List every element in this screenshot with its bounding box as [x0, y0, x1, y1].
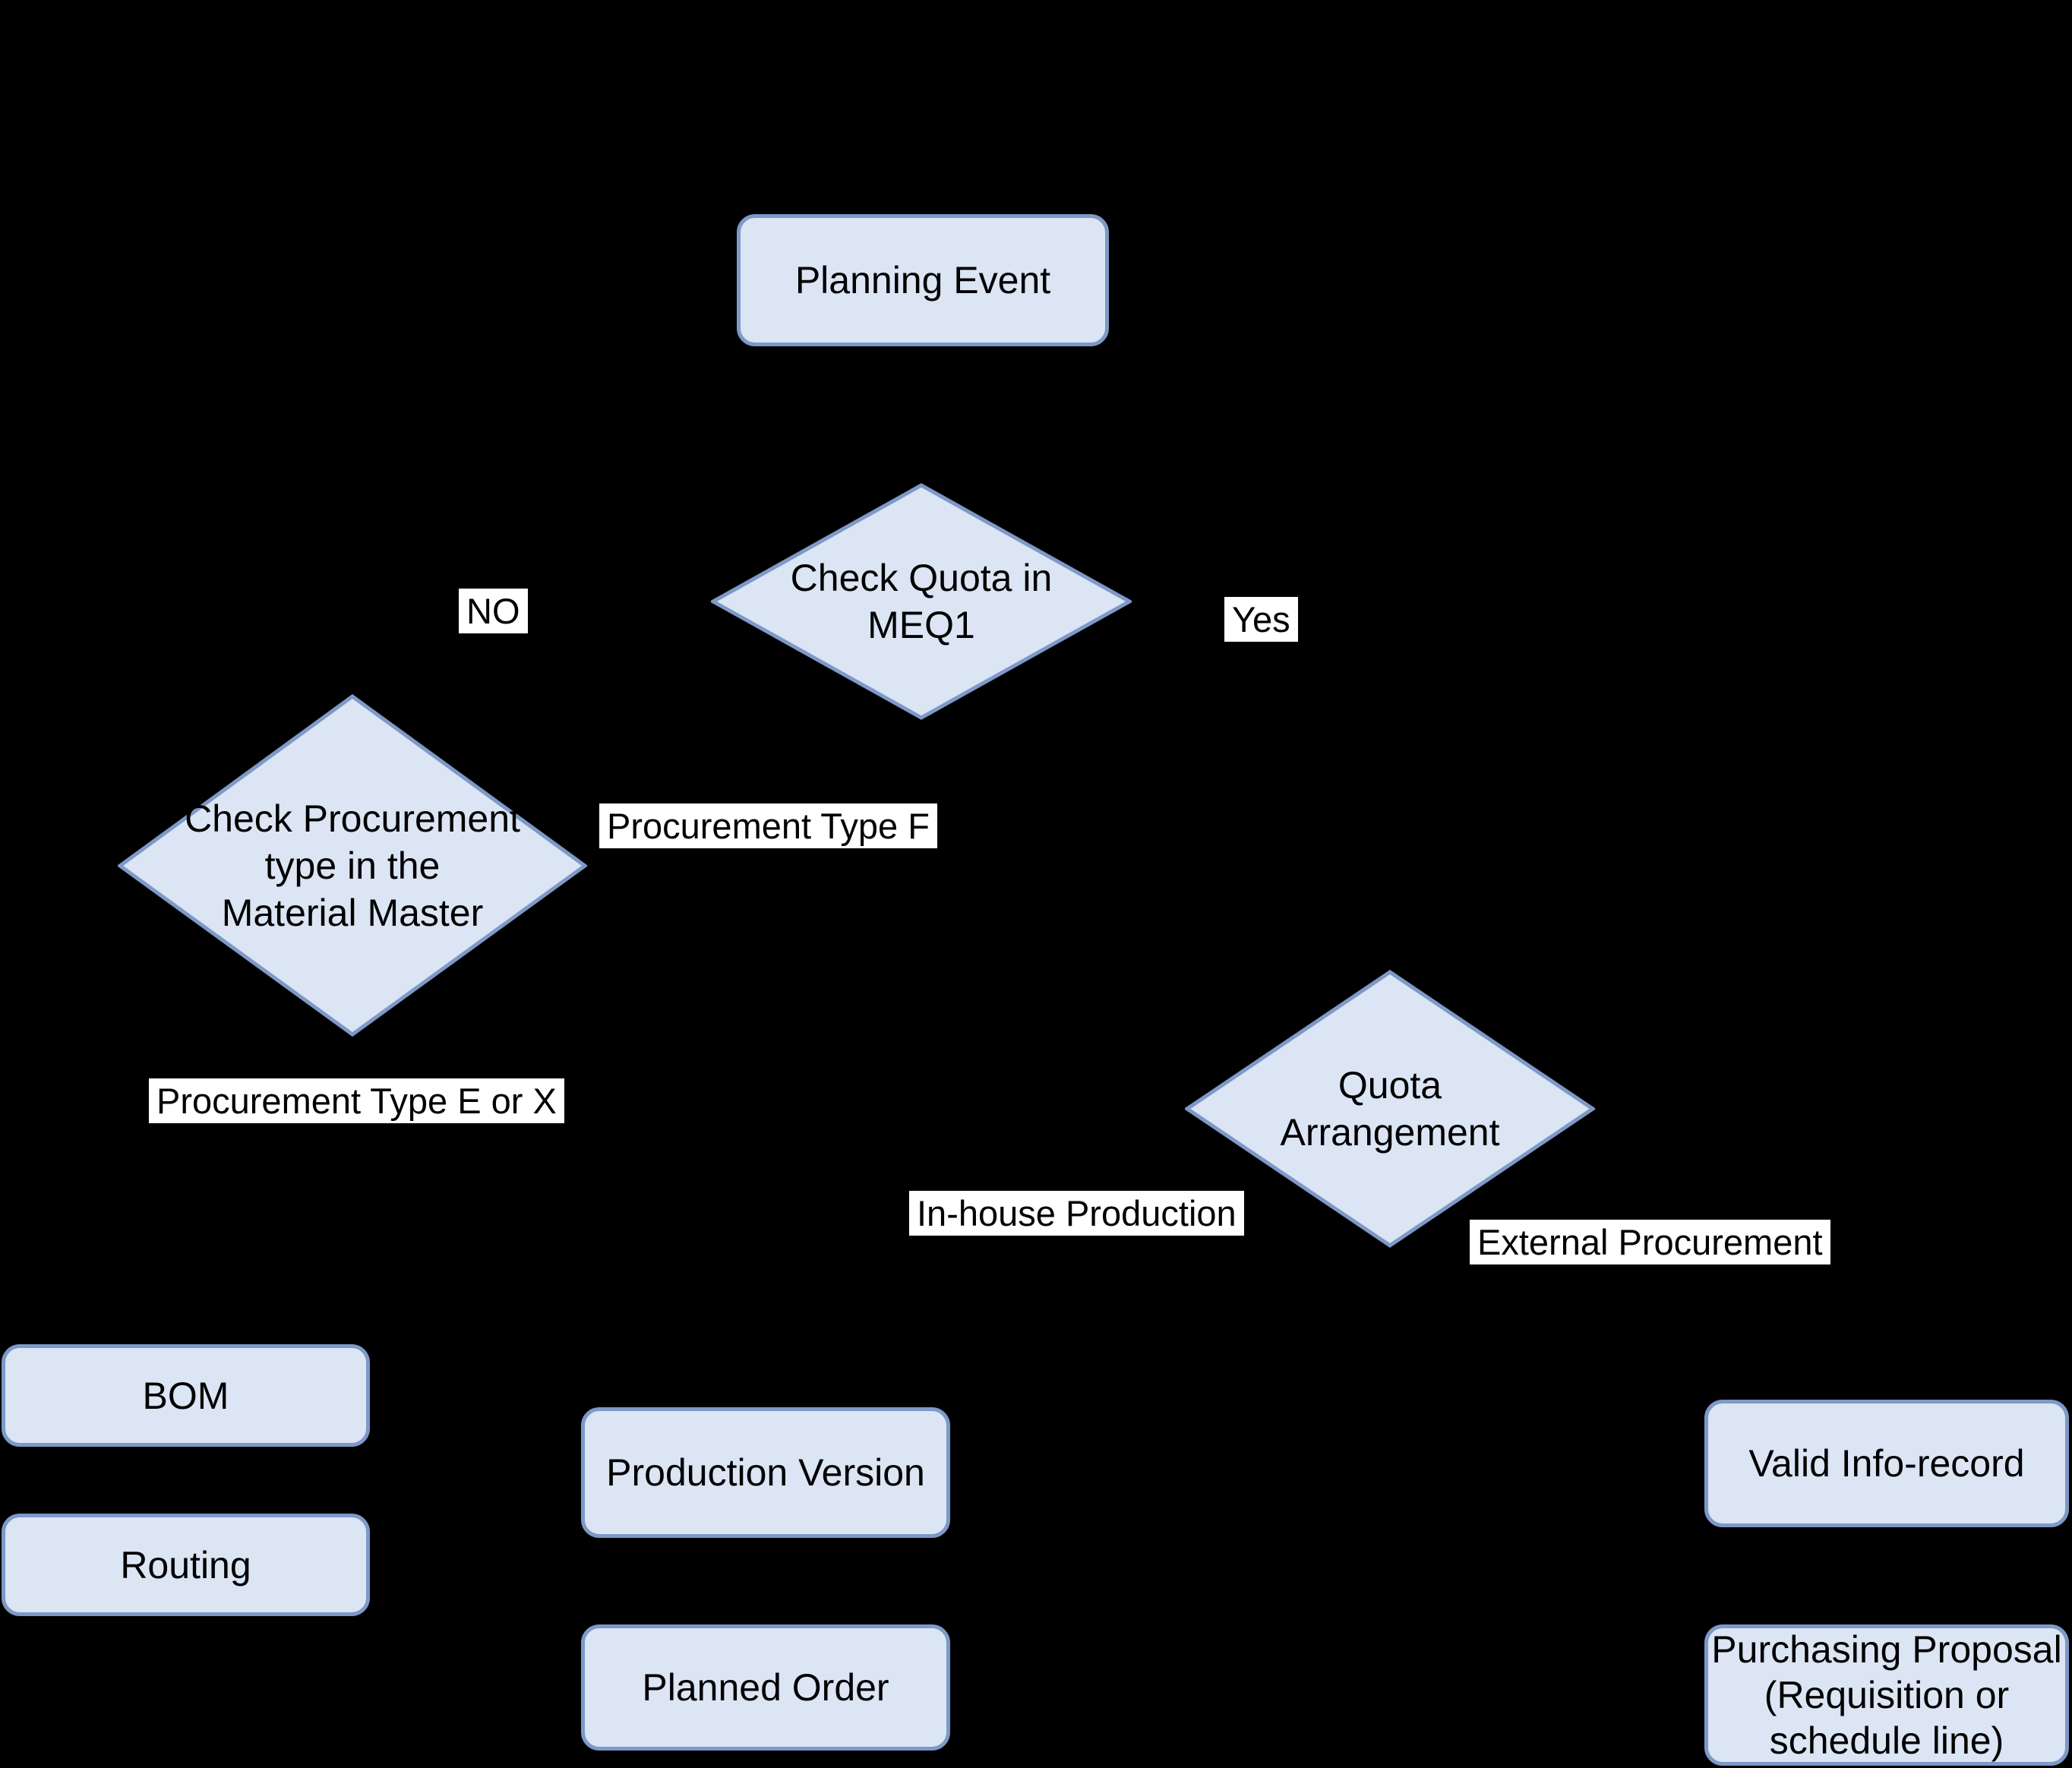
node-purchasing-proposal: Purchasing Proposal (Requisition or sche…: [1704, 1624, 2069, 1766]
decision-quota-arrangement-shape: [1185, 970, 1595, 1248]
node-bom: BOM: [2, 1344, 370, 1447]
edge-label-procurement-type-e-or-x: Procurement Type E or X: [149, 1078, 564, 1123]
edge-label-in-house-production: In-house Production: [909, 1191, 1244, 1236]
edge-label-external-procurement: External Procurement: [1470, 1220, 1830, 1264]
node-valid-info-record: Valid Info-record: [1704, 1400, 2069, 1527]
node-planned-order: Planned Order: [581, 1624, 950, 1751]
decision-check-procurement-shape: [118, 694, 587, 1037]
edge-label-no: NO: [459, 589, 528, 633]
edge-label-yes: Yes: [1224, 597, 1298, 642]
node-routing: Routing: [2, 1514, 370, 1616]
edge-label-procurement-type-f: Procurement Type F: [599, 803, 937, 848]
decision-check-quota-shape: [711, 483, 1132, 720]
node-production-version: Production Version: [581, 1407, 950, 1538]
node-planning-event: Planning Event: [737, 214, 1109, 346]
